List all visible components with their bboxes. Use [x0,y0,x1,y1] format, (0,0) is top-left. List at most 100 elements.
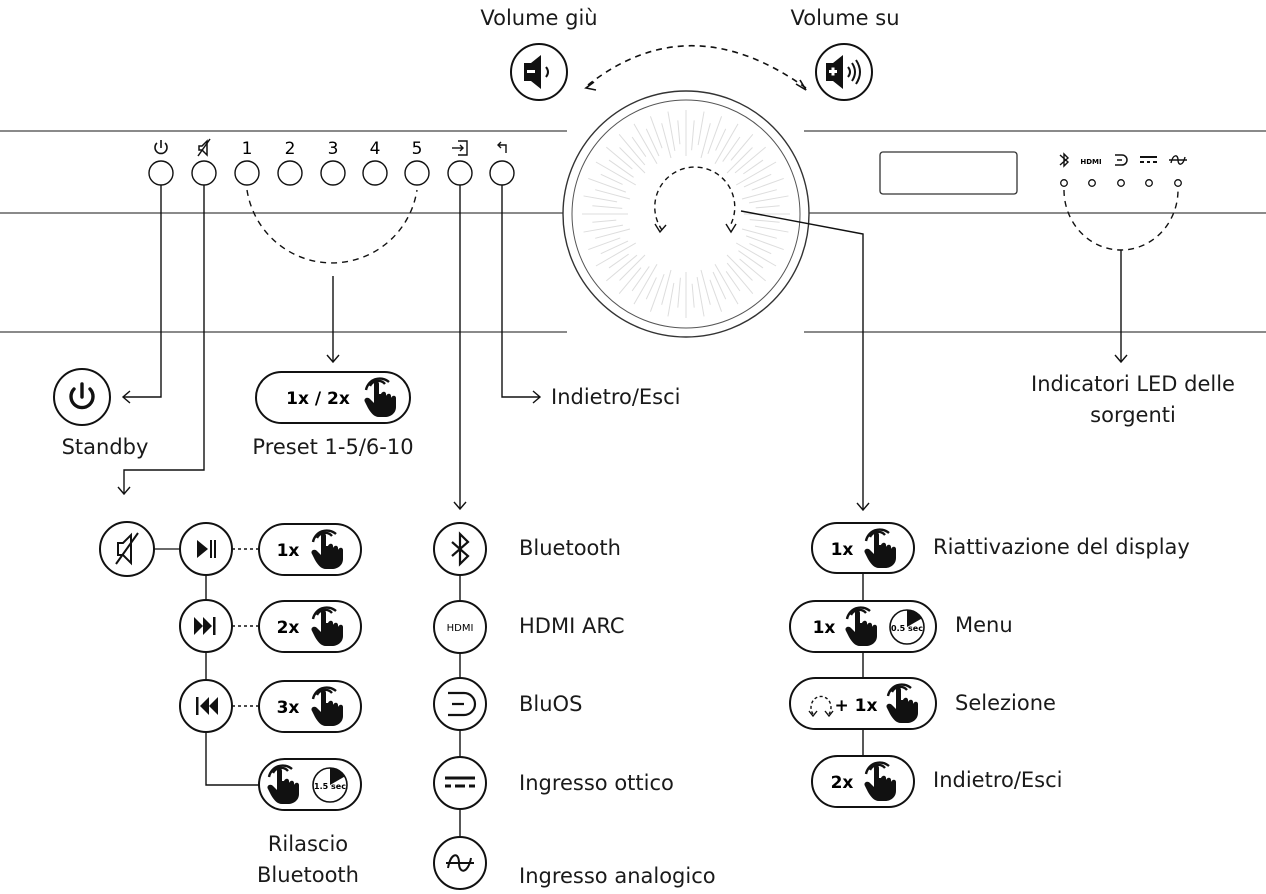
volume-up-label: Volume su [790,6,900,30]
knob-texture-line [606,146,633,170]
source-led-hdmi: HDMI [1080,158,1102,187]
next-track-icon [194,617,216,635]
panel-button-preset-2[interactable] [277,160,303,186]
knob-texture-line [618,134,646,166]
menu-pill: 1x 0.5 sec [789,600,937,653]
knob-texture-line [691,283,695,308]
speaker-plus-icon [826,55,861,89]
preset-number-1: 1 [242,139,253,159]
knob-texture-line [691,120,695,151]
bluos-icon [448,691,477,717]
power-icon-small [154,140,168,155]
source-led-analog [1169,155,1187,187]
knob-texture-line [649,116,663,149]
tap-1x-text: 1x [277,541,300,561]
knob-texture-line [645,277,657,300]
speaker-minus-icon [524,55,549,89]
source-leds-label-line2: sorgenti [1090,403,1176,427]
knob-texture-line [741,189,777,200]
mute-button[interactable] [99,521,155,577]
analog-icon [446,854,474,872]
wake-display-pill-text: 1x [831,540,854,560]
source-led-bluos [1115,154,1128,187]
preset-pill: 1x / 2x [255,371,411,424]
knob-texture-line [677,277,681,308]
mute-icon [115,532,139,566]
tap-2x-pill: 2x [258,600,362,653]
source-optical [433,756,487,810]
panel-button-preset-1[interactable] [234,160,260,186]
knob-texture-line [722,136,741,162]
knob-label-selection: Selezione [955,691,1056,715]
knob-texture-line [738,250,764,269]
knob-texture-line [700,123,711,159]
preset-number-2: 2 [285,139,296,159]
panel-button-mute[interactable] [191,138,217,186]
panel-button-back[interactable] [489,141,515,186]
preset-label: Preset 1-5/6-10 [252,435,414,459]
source-analog [433,836,487,890]
knob-texture-line [645,128,660,157]
tap-3x-text: 3x [277,698,300,718]
knob-texture-line [583,224,624,233]
play-pause-icon [197,540,216,558]
volume-arc [587,44,807,89]
svg-text:HDMI: HDMI [1080,158,1101,166]
knob-texture-line [595,242,637,267]
knob-texture-line [726,262,754,294]
knob-texture-line [707,116,723,155]
knob-texture-line [600,240,629,255]
knob-texture-line [696,276,705,317]
input-icon-small [452,140,468,156]
bt-release-label-line1: Rilascio [267,832,349,856]
optical-icon [445,776,475,788]
knob-texture-line [749,219,780,223]
knob-texture-line [748,195,789,204]
panel-button-preset-5[interactable] [404,160,430,186]
hold-time-text: 1.5 sec [314,782,346,791]
play-pause-button[interactable] [179,522,233,576]
tap-3x-pill: 3x [258,680,362,733]
knob-texture-line [735,161,777,186]
knob-texture-line [715,128,727,151]
knob-texture-line [606,254,638,282]
tap-1x-pill: 1x [258,523,362,576]
knob-texture-line [633,123,658,165]
panel-button-standby[interactable] [148,140,174,186]
volume-knob[interactable] [562,90,810,338]
knob-label-menu: Menu [955,613,1013,637]
source-led-optical [1140,156,1157,187]
menu-pill-text: 1x [813,618,836,638]
knob-texture-line [714,263,739,305]
knob-texture-line [749,243,772,255]
knob-texture-line [734,146,766,174]
knob-texture-line [709,279,723,312]
knob-texture-line [700,269,711,305]
volume-down-button[interactable] [510,43,568,101]
source-led-bluetooth [1059,152,1070,187]
knob-texture-line [735,242,777,267]
tap-2x-text: 2x [277,618,300,638]
preset-number-3: 3 [328,139,339,159]
panel-button-preset-3[interactable] [320,160,346,186]
knob-texture-line [595,189,631,200]
knob-texture-line [588,177,627,193]
volume-up-button[interactable] [815,43,873,101]
knob-texture-line [661,123,672,159]
knob-texture-line [633,263,658,305]
panel-button-source[interactable] [447,140,473,186]
knob-texture-line [592,205,623,209]
next-button[interactable] [179,599,233,653]
knob-texture-line [739,258,766,282]
rotate-icon [808,695,834,718]
panel-button-preset-4[interactable] [362,160,388,186]
knob-texture-line [751,177,784,191]
previous-button[interactable] [179,679,233,733]
knob-label-wake-display: Riattivazione del display [933,535,1190,559]
standby-button[interactable] [53,368,111,426]
knob-texture-line [725,271,741,292]
knob-texture-line [600,173,623,185]
knob-texture-line [714,123,739,165]
knob-texture-line [595,161,637,186]
source-bluetooth [433,522,487,576]
